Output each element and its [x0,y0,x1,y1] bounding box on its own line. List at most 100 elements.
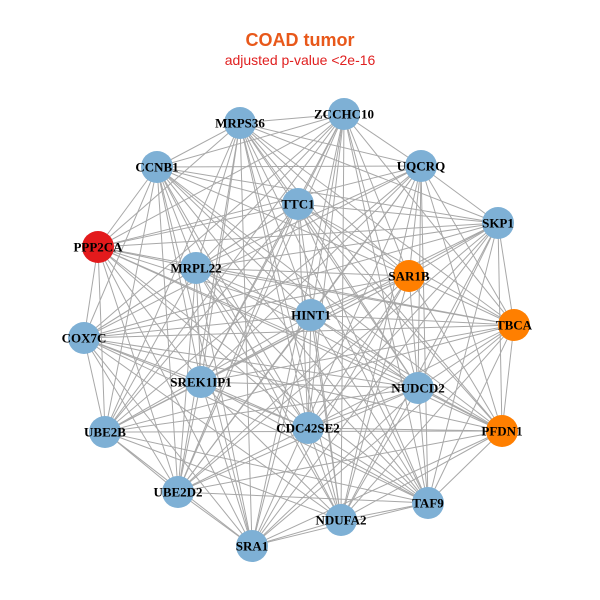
node-mrpl22[interactable]: MRPL22 [170,252,222,284]
edge-ttc1-taf9 [297,203,429,504]
edge-skp1-taf9 [427,222,499,504]
edge-tbca-nudcd2 [417,324,515,389]
edge-ttc1-sar1b [297,203,410,277]
edge-mrps36-skp1 [239,122,499,224]
edge-hint1-tbca [310,314,515,326]
edge-sar1b-nudcd2 [408,275,419,389]
edge-cox7c-ube2d2 [83,337,179,493]
node-label: SREK1IP1 [170,375,231,390]
node-label: PFDN1 [481,424,522,439]
node-taf9[interactable]: TAF9 [412,487,444,519]
edge-nudcd2-cdc42se2 [307,387,419,429]
edge-ttc1-ndufa2 [297,203,342,521]
node-label: COX7C [62,331,107,346]
node-circle [328,98,360,130]
node-circle [295,299,327,331]
edge-ccnb1-ttc1 [156,166,299,205]
node-label: TTC1 [281,197,314,212]
edge-uqcrq-sar1b [408,165,422,277]
node-circle [224,107,256,139]
edge-ube2d2-taf9 [177,491,429,504]
node-circle [486,415,518,447]
node-label: MRPL22 [170,261,221,276]
node-cdc42se2[interactable]: CDC42SE2 [276,412,340,444]
edge-zcchc10-cox7c [83,113,345,339]
edge-ccnb1-hint1 [156,166,312,316]
edge-mrpl22-hint1 [195,267,312,316]
node-skp1[interactable]: SKP1 [482,207,514,239]
edge-zcchc10-ccnb1 [156,113,345,168]
node-zcchc10[interactable]: ZCCHC10 [314,98,374,130]
edge-ccnb1-nudcd2 [156,166,419,389]
edge-hint1-pfdn1 [310,314,503,432]
node-circle [236,530,268,562]
node-label: SKP1 [482,216,514,231]
edge-zcchc10-hint1 [310,113,345,316]
node-ppp2ca[interactable]: PPP2CA [73,231,123,263]
node-nudcd2[interactable]: NUDCD2 [391,372,445,404]
edge-uqcrq-mrpl22 [195,165,422,269]
node-uqcrq[interactable]: UQCRQ [397,150,445,182]
node-label: SAR1B [388,269,430,284]
edge-mrps36-ppp2ca [97,122,241,248]
edge-ccnb1-pfdn1 [156,166,503,432]
edge-skp1-mrpl22 [195,222,499,269]
node-sra1[interactable]: SRA1 [236,530,269,562]
edge-pfdn1-sra1 [251,430,503,547]
node-label: TBCA [496,318,533,333]
edge-skp1-sar1b [408,222,499,277]
node-sar1b[interactable]: SAR1B [388,260,430,292]
node-pfdn1[interactable]: PFDN1 [481,415,523,447]
edge-sar1b-ndufa2 [340,275,410,521]
node-ccnb1[interactable]: CCNB1 [135,151,179,183]
node-label: HINT1 [291,308,331,323]
edge-tbca-cox7c [83,324,515,339]
edge-hint1-cox7c [83,314,312,339]
node-ndufa2[interactable]: NDUFA2 [315,504,367,536]
node-circle [412,487,444,519]
node-hint1[interactable]: HINT1 [291,299,331,331]
edge-srek1ip1-sra1 [200,381,253,547]
node-label: CDC42SE2 [276,421,340,436]
edge-cdc42se2-taf9 [307,427,429,504]
node-circle [89,416,121,448]
node-circle [141,151,173,183]
edge-uqcrq-srek1ip1 [200,165,422,383]
edge-cox7c-ube2b [83,337,106,433]
edge-ppp2ca-taf9 [97,246,429,504]
edge-cdc42se2-ube2d2 [177,427,309,493]
node-circle [185,366,217,398]
node-circle [325,504,357,536]
edge-tbca-sra1 [251,324,515,547]
node-circle [498,309,530,341]
edge-hint1-ndufa2 [310,314,342,521]
edge-ttc1-srek1ip1 [200,203,299,383]
node-label: CCNB1 [135,160,178,175]
edge-ppp2ca-tbca [97,246,515,326]
node-cox7c[interactable]: COX7C [62,322,107,354]
edge-ccnb1-srek1ip1 [156,166,202,383]
edge-tbca-srek1ip1 [200,324,515,383]
edge-uqcrq-ppp2ca [97,165,422,248]
node-circle [482,207,514,239]
node-circle [82,231,114,263]
node-ube2b[interactable]: UBE2B [84,416,126,448]
edge-cox7c-taf9 [83,337,429,504]
edge-mrpl22-ndufa2 [195,267,342,521]
node-ttc1[interactable]: TTC1 [281,188,315,220]
edge-mrpl22-srek1ip1 [195,267,202,383]
edge-sar1b-hint1 [310,275,410,316]
node-srek1ip1[interactable]: SREK1IP1 [170,366,232,398]
edge-ppp2ca-ube2d2 [97,246,179,493]
node-mrps36[interactable]: MRPS36 [215,107,265,139]
node-ube2d2[interactable]: UBE2D2 [153,476,203,508]
node-tbca[interactable]: TBCA [496,309,533,341]
edge-skp1-srek1ip1 [200,222,499,383]
edge-uqcrq-cox7c [83,165,422,339]
edge-mrps36-ube2d2 [177,122,241,493]
node-circle [292,412,324,444]
edge-ttc1-ppp2ca [97,203,299,248]
edge-tbca-ndufa2 [340,324,515,521]
